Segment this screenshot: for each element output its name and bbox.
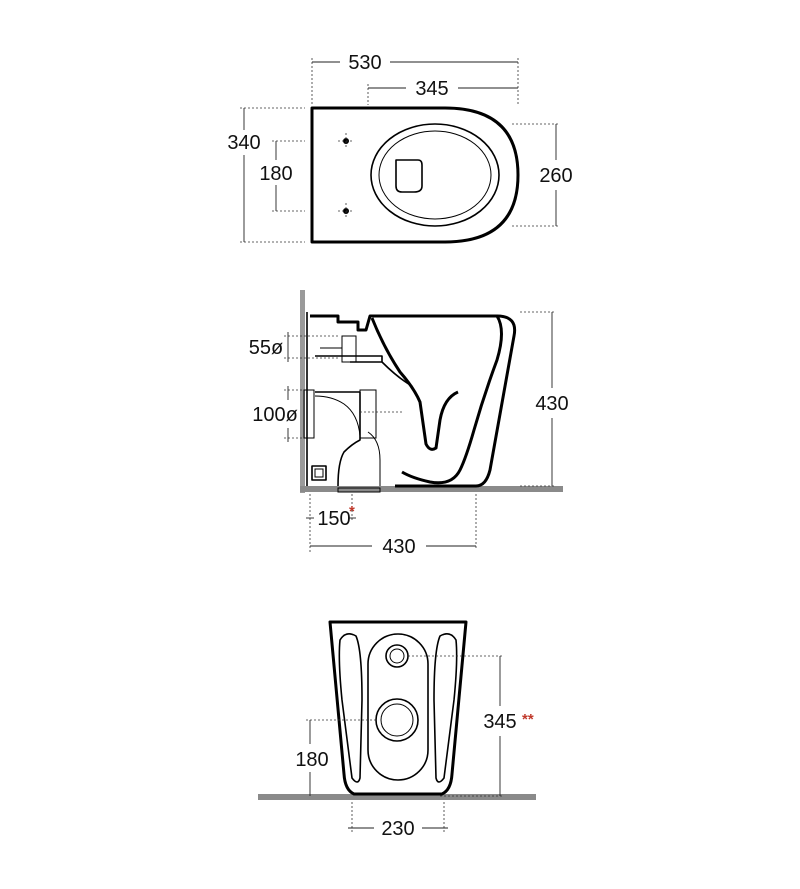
note-star-double: ** <box>522 711 534 728</box>
dim-345-top: 345 <box>415 78 448 100</box>
side-view-trap <box>370 317 459 451</box>
top-view-outline <box>310 106 520 244</box>
dim-230: 230 <box>381 818 414 840</box>
top-view: 530 345 340 180 260 <box>227 52 573 244</box>
side-view: 55ø 100ø 430 150 * 430 <box>249 290 569 558</box>
dim-180-rear: 180 <box>295 749 328 771</box>
floor-waste-box <box>311 465 327 481</box>
rear-view-left-slot <box>338 632 363 783</box>
outlet-flange <box>303 389 315 439</box>
wall <box>300 290 305 493</box>
floor-rear <box>258 794 536 800</box>
dim-260: 260 <box>539 165 572 187</box>
dim-100: 100ø <box>252 404 298 426</box>
dim-55: 55ø <box>249 337 283 359</box>
top-view-bowl-inner <box>378 130 492 220</box>
rear-view-right-slot <box>433 632 458 783</box>
inlet-fitting <box>341 335 357 363</box>
dim-345-rear: 345 <box>483 711 516 733</box>
rear-view-center-panel <box>367 633 429 781</box>
rear-view: 345 ** 180 230 <box>258 620 536 840</box>
rear-view-body <box>328 620 468 796</box>
dim-430-depth: 430 <box>382 536 415 558</box>
top-view-bowl-rim <box>370 123 500 227</box>
dim-430-height: 430 <box>535 393 568 415</box>
floor-side <box>300 486 563 492</box>
dim-530: 530 <box>348 52 381 74</box>
dim-340: 340 <box>227 132 260 154</box>
top-view-outlet <box>395 159 423 193</box>
dim-150: 150 <box>317 508 350 530</box>
dim-180-top: 180 <box>259 163 292 185</box>
outlet-pipe <box>315 391 361 487</box>
note-star-single: * <box>349 503 355 520</box>
side-view-trap-inner <box>315 355 413 387</box>
side-view-body <box>310 314 517 488</box>
rear-outlet <box>375 698 419 742</box>
rear-inlet <box>385 644 409 668</box>
